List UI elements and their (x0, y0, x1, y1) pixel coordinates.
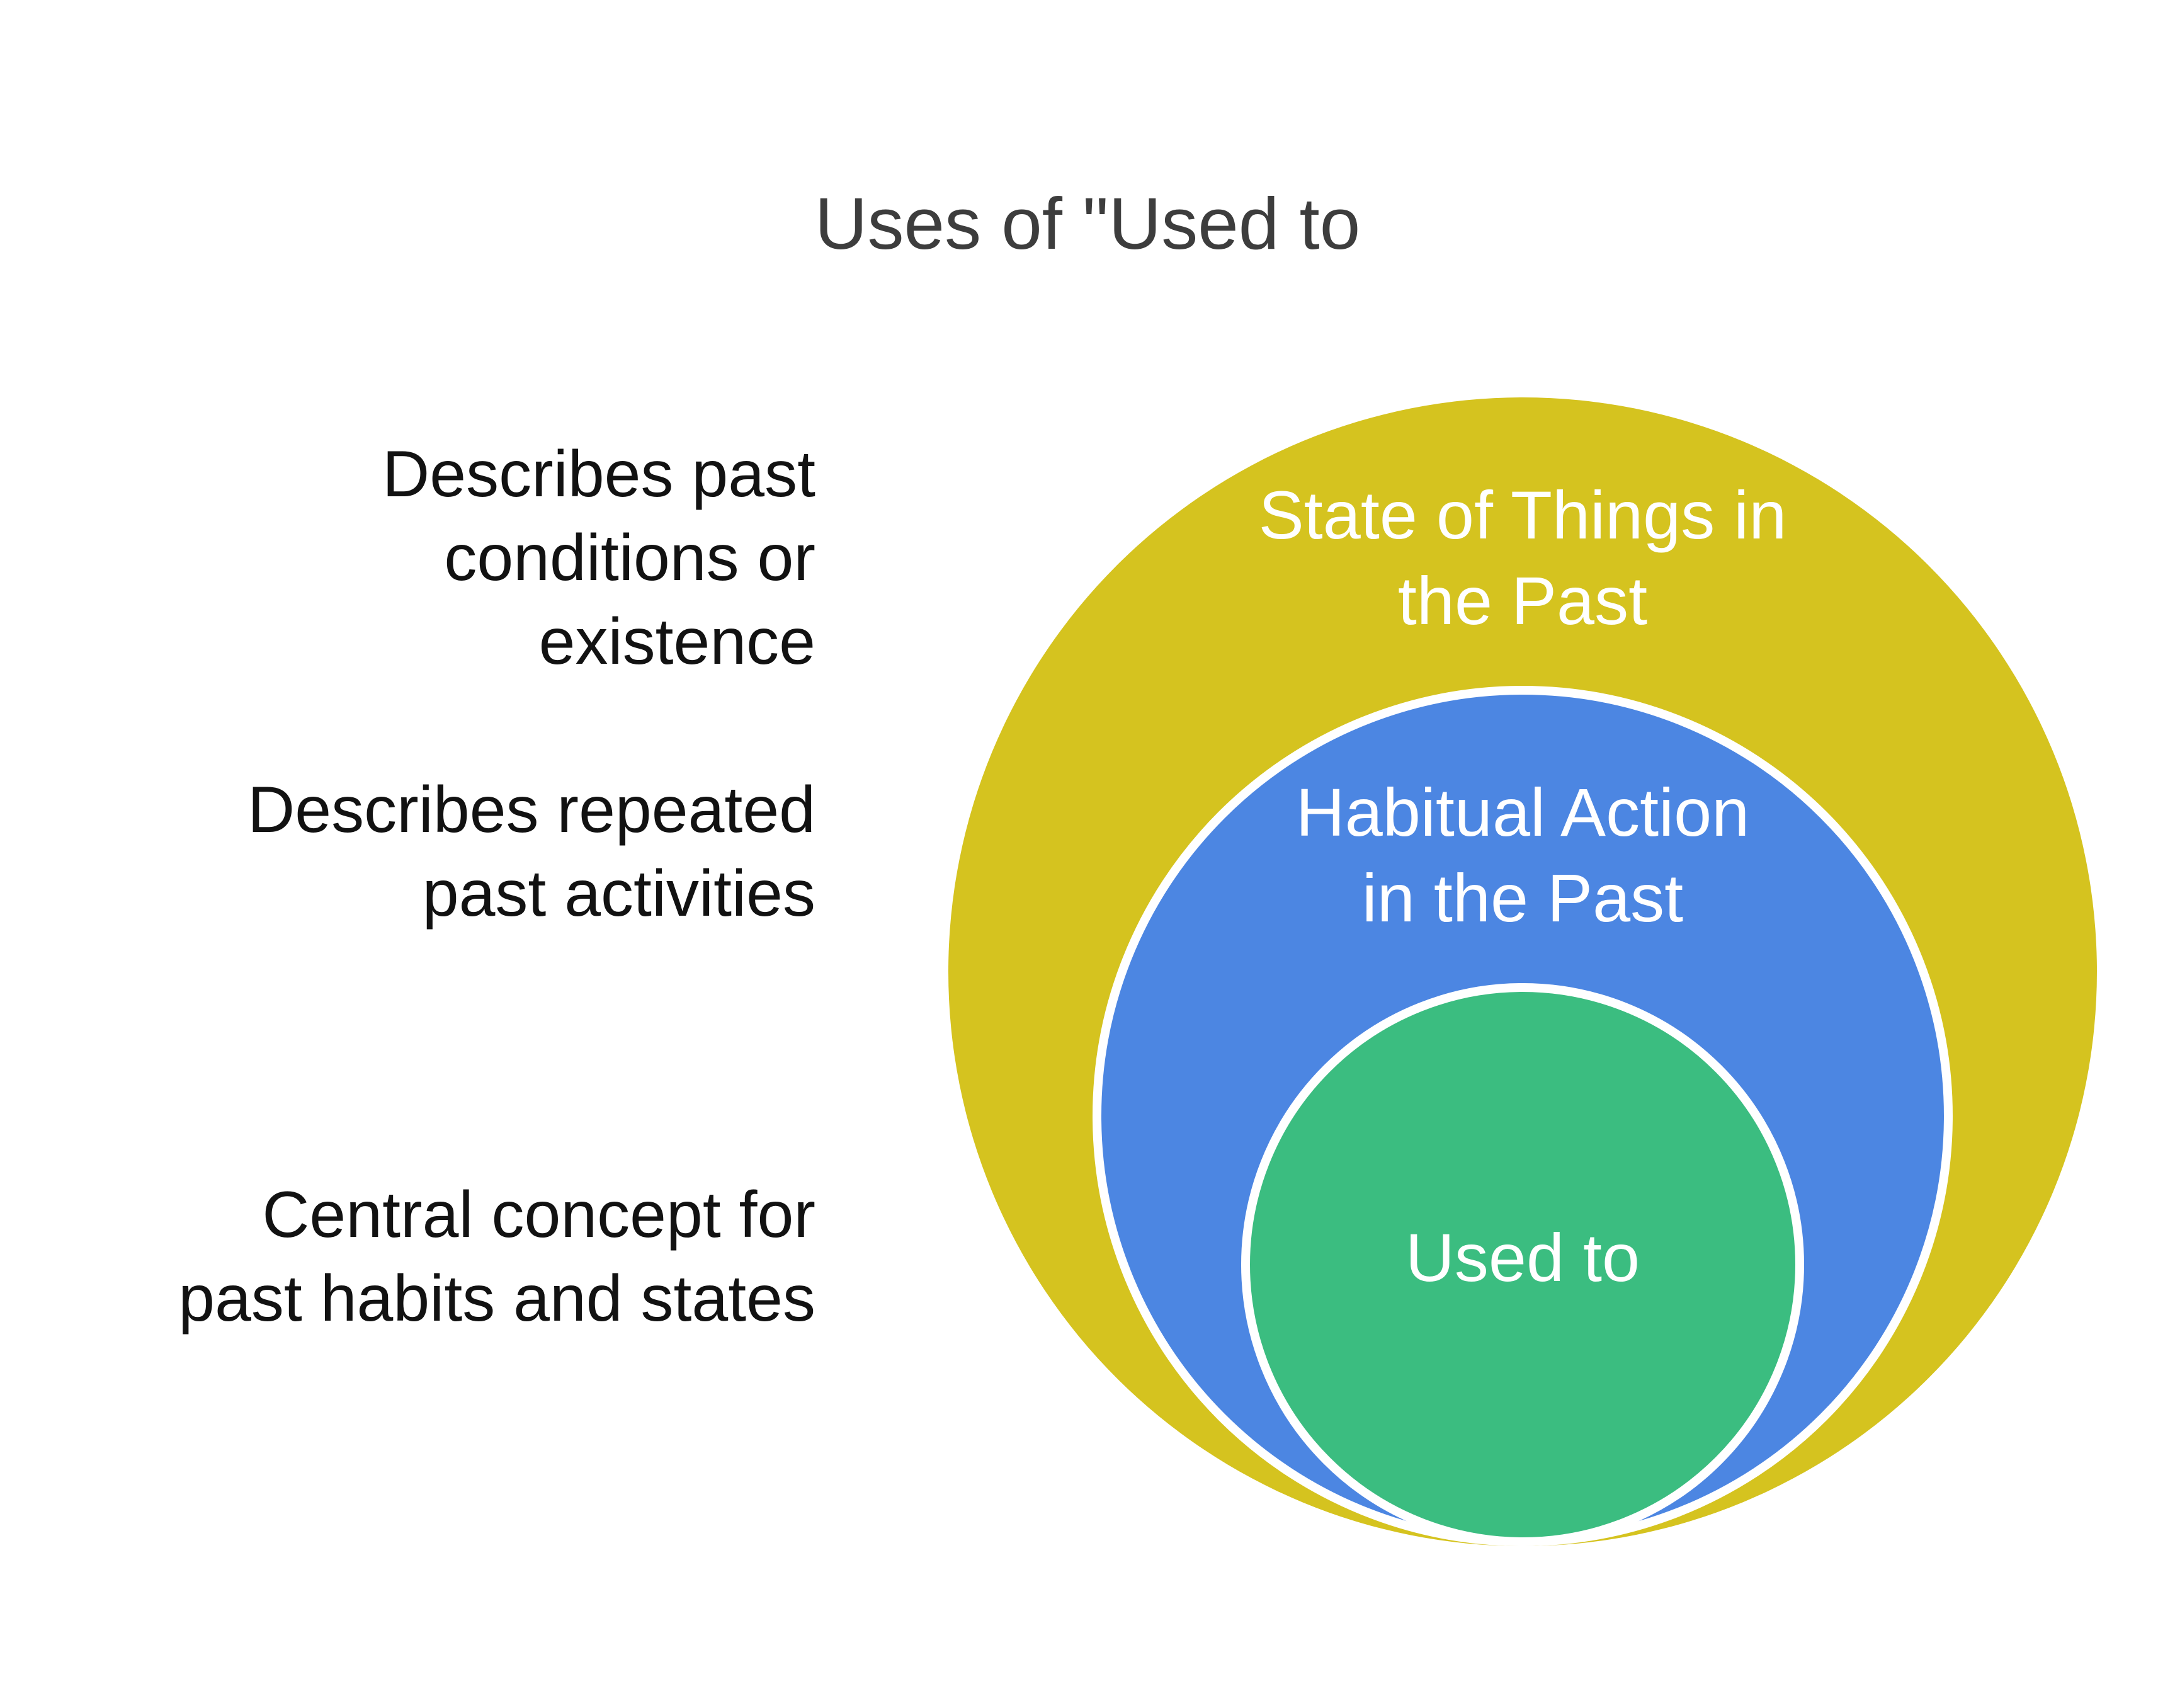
inner-circle-label: Used to (893, 1215, 2152, 1301)
ring-label-line: in the Past (1361, 860, 1684, 936)
outer-circle-label: State of Things in the Past (893, 472, 2152, 644)
annotation-line: conditions or (444, 521, 815, 595)
annotation-line: existence (538, 605, 815, 678)
annotation-line: Describes repeated (247, 773, 815, 846)
annotation-line: past habits and states (178, 1262, 815, 1335)
diagram-title: Uses of "Used to (814, 183, 1361, 265)
ring-label-line: Used to (1405, 1219, 1640, 1295)
middle-circle-label: Habitual Action in the Past (893, 770, 2152, 941)
annotation-central-concept: Central concept for past habits and stat… (178, 1173, 815, 1341)
annotation-past-conditions: Describes past conditions or existence (382, 433, 815, 684)
annotation-line: past activities (422, 857, 815, 930)
annotation-repeated-activities: Describes repeated past activities (247, 768, 815, 936)
annotation-line: Central concept for (262, 1178, 815, 1251)
ring-label-line: State of Things in (1258, 477, 1787, 553)
inner-circle-used-to (1241, 983, 1804, 1546)
annotation-line: Describes past (382, 438, 815, 511)
ring-label-line: the Past (1397, 562, 1648, 639)
ring-label-line: Habitual Action (1295, 774, 1750, 850)
